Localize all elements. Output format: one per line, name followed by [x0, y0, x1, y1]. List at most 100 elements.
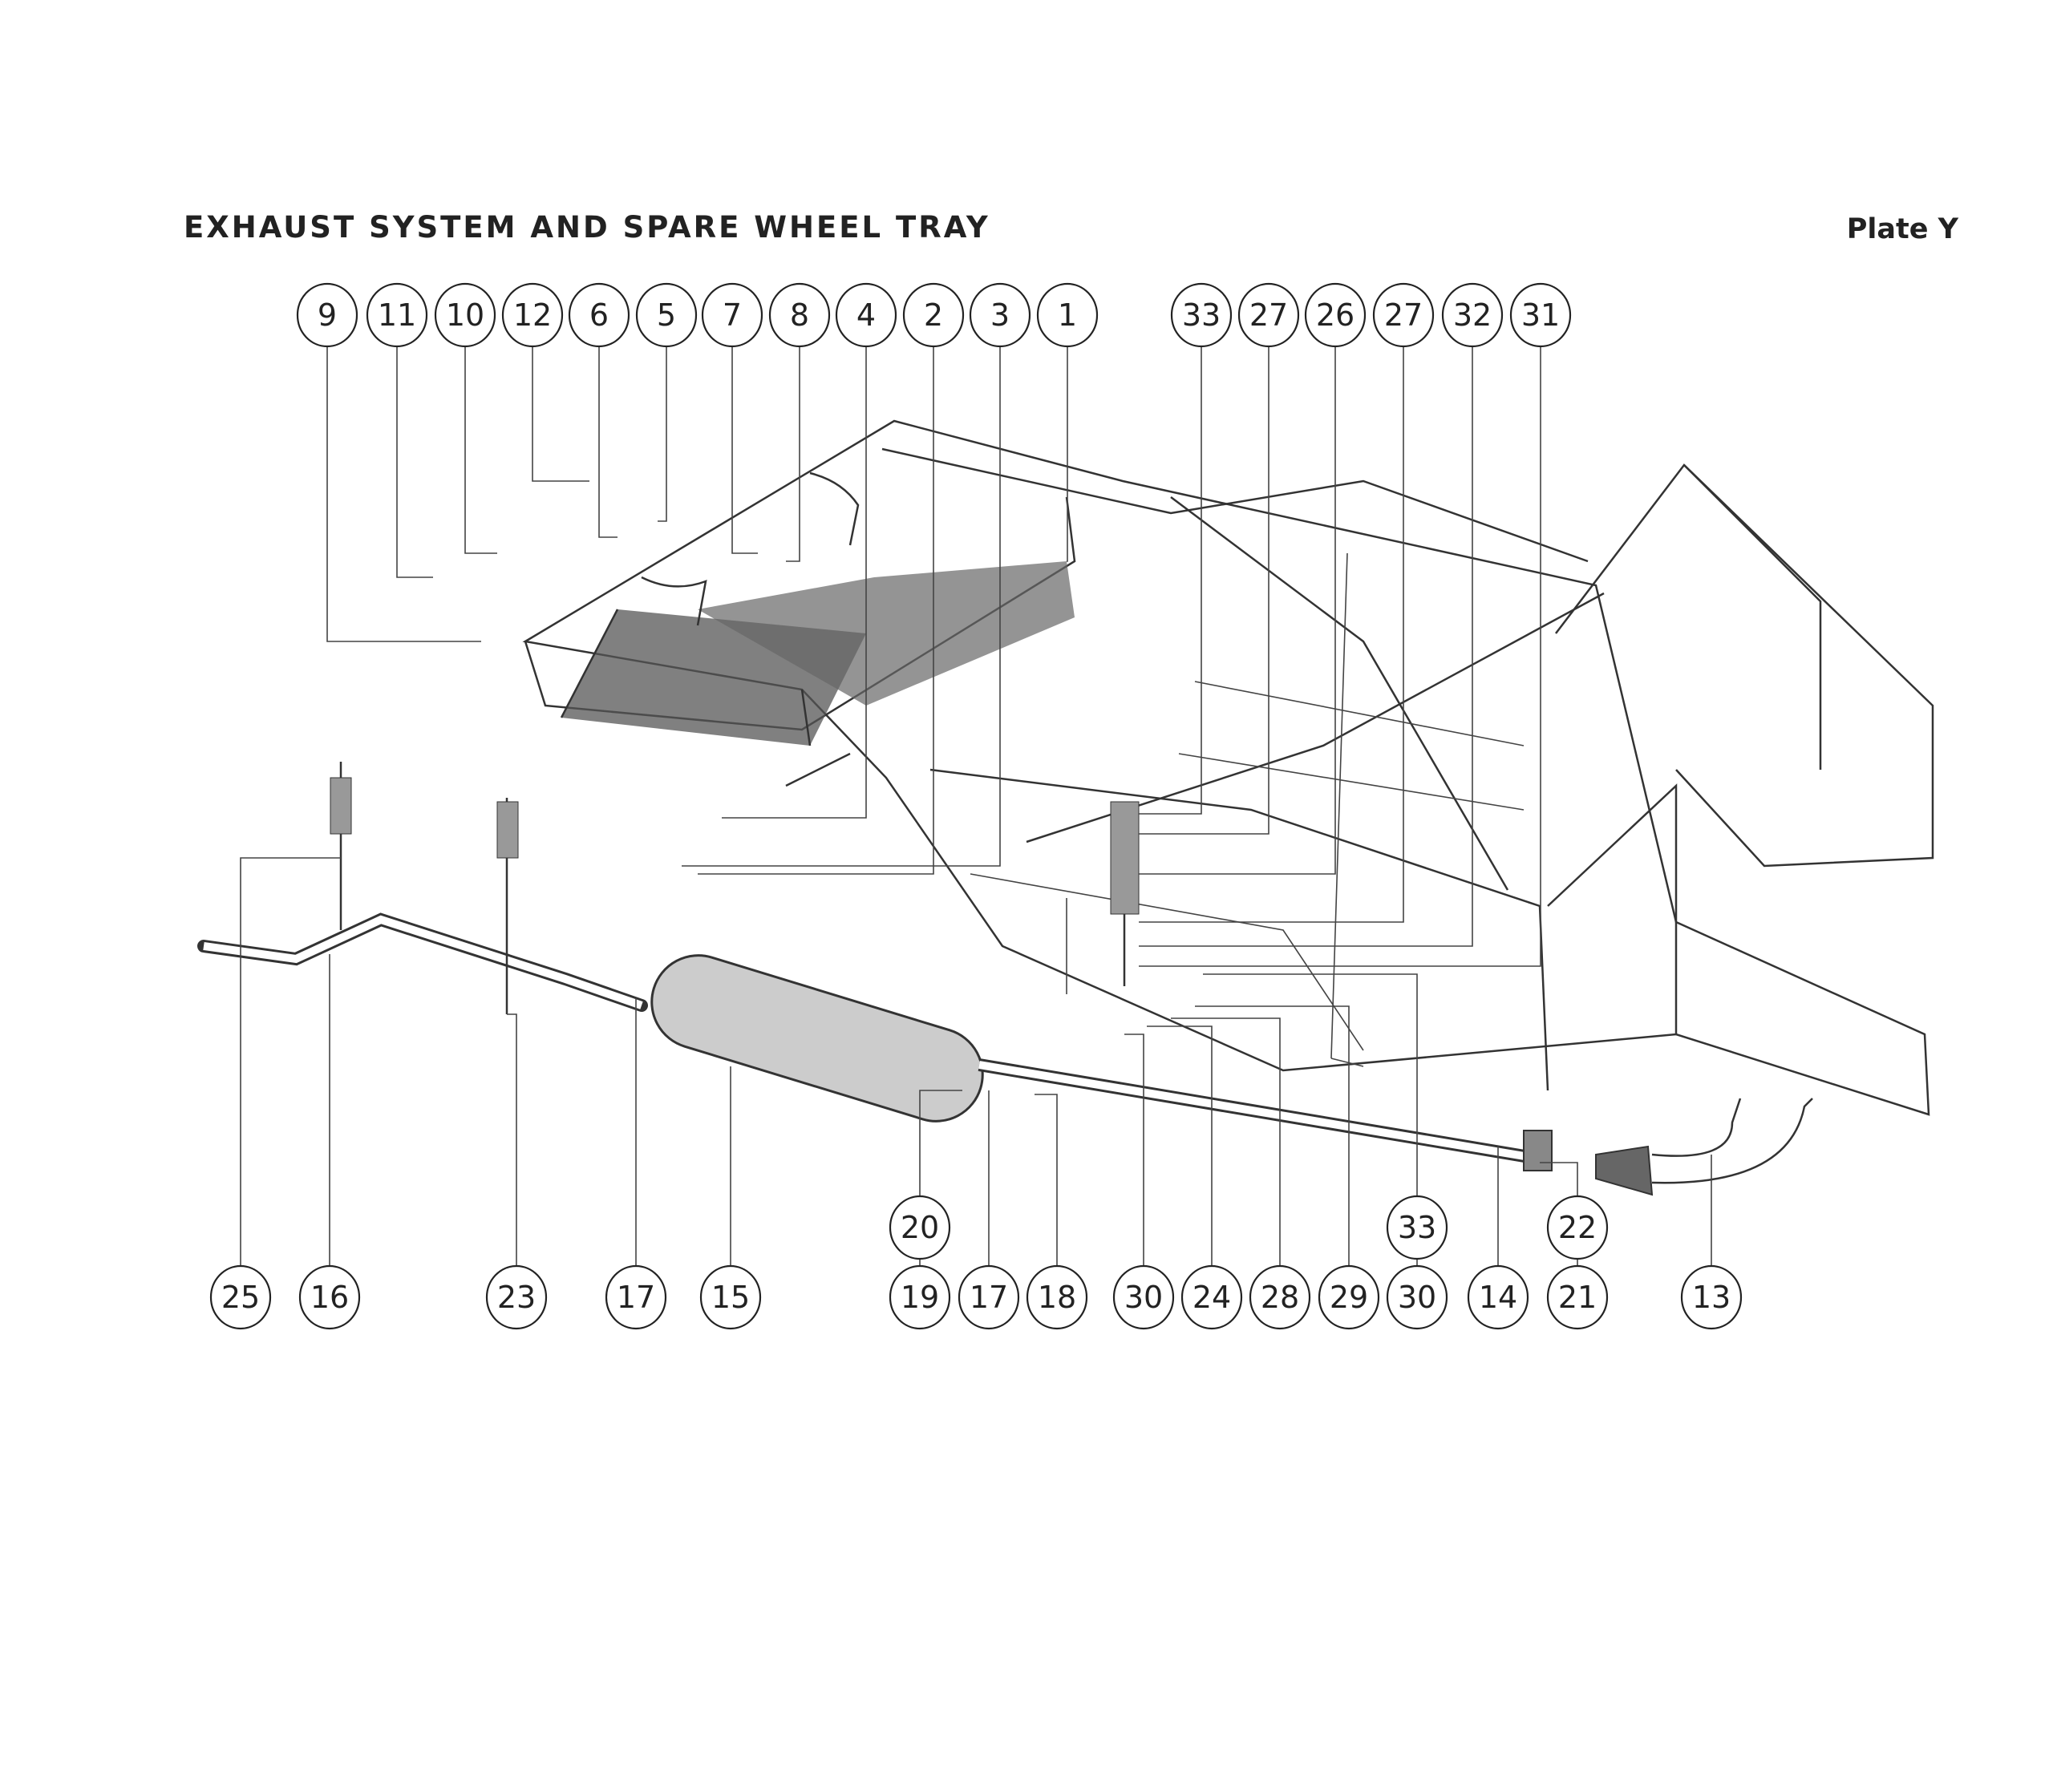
leader-line-25 — [240, 857, 341, 1266]
callout-number: 12 — [513, 297, 552, 333]
callout-8: 8 — [768, 282, 831, 348]
leader-line-20 — [919, 1090, 962, 1196]
callout-26: 26 — [1304, 282, 1367, 348]
leader-line-4 — [722, 346, 867, 819]
callout-number: 9 — [318, 297, 337, 333]
plate-label: Plate Y — [1846, 213, 1958, 245]
leader-line-29 — [1195, 1005, 1350, 1266]
leader-line-33 — [1203, 973, 1418, 1196]
callout-number: 17 — [617, 1280, 655, 1315]
leader-line-6 — [598, 346, 618, 538]
callout-number: 5 — [657, 297, 676, 333]
leader-line-3 — [682, 346, 1001, 867]
leader-line-33 — [1139, 346, 1202, 815]
callout-number: 8 — [790, 297, 809, 333]
callout-number: 26 — [1316, 297, 1354, 333]
leader-line-10 — [464, 346, 497, 554]
callout-12: 12 — [501, 282, 564, 348]
callout-27: 27 — [1372, 282, 1435, 348]
callout-number: 21 — [1558, 1280, 1597, 1315]
callout-4: 4 — [835, 282, 897, 348]
callout-24: 24 — [1180, 1264, 1243, 1330]
callout-6: 6 — [568, 282, 630, 348]
callout-33: 33 — [1170, 282, 1233, 348]
callout-number: 2 — [924, 297, 943, 333]
callout-number: 22 — [1558, 1210, 1597, 1245]
callout-number: 19 — [901, 1280, 939, 1315]
callout-number: 27 — [1384, 297, 1423, 333]
callout-number: 28 — [1261, 1280, 1299, 1315]
callout-number: 13 — [1692, 1280, 1731, 1315]
leader-line-26 — [1139, 346, 1336, 875]
leader-line-9 — [326, 346, 481, 642]
leader-line-18 — [1035, 1094, 1058, 1266]
callout-33: 33 — [1386, 1195, 1448, 1260]
callout-31: 31 — [1509, 282, 1572, 348]
callout-number: 30 — [1124, 1280, 1163, 1315]
callout-14: 14 — [1467, 1264, 1529, 1330]
callout-number: 17 — [970, 1280, 1008, 1315]
callout-number: 3 — [990, 297, 1010, 333]
callout-10: 10 — [434, 282, 496, 348]
leader-line-32 — [1139, 346, 1473, 947]
callout-27: 27 — [1237, 282, 1300, 348]
callout-number: 6 — [589, 297, 609, 333]
callout-32: 32 — [1441, 282, 1504, 348]
callout-number: 24 — [1193, 1280, 1231, 1315]
callout-2: 2 — [902, 282, 965, 348]
callout-number: 1 — [1058, 297, 1077, 333]
callout-number: 16 — [310, 1280, 349, 1315]
callout-number: 11 — [378, 297, 416, 333]
callout-22: 22 — [1546, 1195, 1609, 1260]
leader-line-24 — [1147, 1025, 1213, 1266]
leader-line-11 — [396, 346, 433, 578]
leader-line-31 — [1139, 346, 1541, 967]
callout-5: 5 — [635, 282, 698, 348]
callout-21: 21 — [1546, 1264, 1609, 1330]
leader-line-28 — [1171, 1017, 1281, 1266]
callout-number: 29 — [1330, 1280, 1368, 1315]
leader-line-5 — [658, 346, 667, 522]
callout-number: 27 — [1249, 297, 1288, 333]
leader-line-27 — [1139, 346, 1404, 923]
callout-number: 31 — [1521, 297, 1560, 333]
callout-3: 3 — [969, 282, 1031, 348]
callout-13: 13 — [1680, 1264, 1743, 1330]
callout-16: 16 — [298, 1264, 361, 1330]
callout-19: 19 — [889, 1264, 951, 1330]
callout-30: 30 — [1386, 1264, 1448, 1330]
callout-number: 4 — [856, 297, 876, 333]
callout-number: 7 — [723, 297, 742, 333]
leader-line-23 — [507, 1013, 517, 1266]
callout-number: 33 — [1182, 297, 1221, 333]
leader-line-7 — [731, 346, 758, 554]
leader-line-27 — [1139, 346, 1269, 835]
callout-20: 20 — [889, 1195, 951, 1260]
leader-line-30 — [1124, 1034, 1144, 1266]
leader-line-22 — [1540, 1162, 1578, 1196]
callout-28: 28 — [1249, 1264, 1311, 1330]
callout-30: 30 — [1112, 1264, 1175, 1330]
exhaust-system — [197, 912, 1813, 1196]
leader-lines — [240, 346, 1712, 1266]
chassis-frame — [522, 419, 1934, 1116]
silencer — [650, 954, 984, 1123]
callout-11: 11 — [366, 282, 428, 348]
callout-number: 14 — [1479, 1280, 1517, 1315]
callout-number: 15 — [711, 1280, 750, 1315]
callout-25: 25 — [209, 1264, 272, 1330]
callout-18: 18 — [1026, 1264, 1088, 1330]
callout-number: 30 — [1398, 1280, 1436, 1315]
callout-number: 10 — [446, 297, 484, 333]
callout-17: 17 — [605, 1264, 667, 1330]
callout-9: 9 — [296, 282, 358, 348]
spare-wheel-tray — [524, 471, 1076, 787]
callout-1: 1 — [1036, 282, 1099, 348]
callout-number: 20 — [901, 1210, 939, 1245]
page-title: EXHAUST SYSTEM AND SPARE WHEEL TRAY — [184, 210, 990, 245]
callout-number: 23 — [497, 1280, 536, 1315]
callout-15: 15 — [699, 1264, 762, 1330]
callout-7: 7 — [701, 282, 763, 348]
